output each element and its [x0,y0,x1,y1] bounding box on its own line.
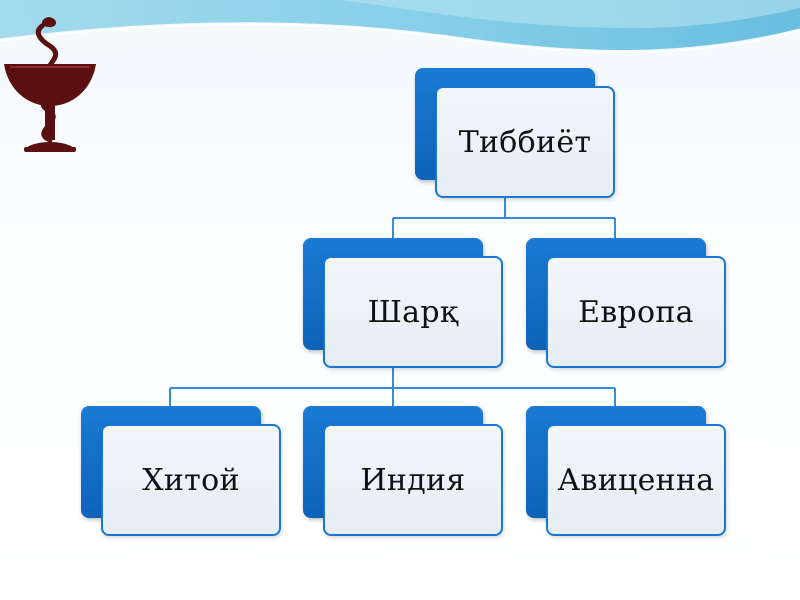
node-india-label: Индия [360,462,466,498]
node-khitoy-label: Хитой [142,462,240,498]
node-evropa-box: Европа [546,256,726,368]
node-khitoy: Хитой [81,406,281,536]
node-root-box: Тиббиёт [435,86,615,198]
node-root: Тиббиёт [415,68,615,198]
node-india: Индия [303,406,503,536]
node-shark-label: Шарқ [367,294,459,330]
node-avicenna-box: Авиценна [546,424,726,536]
node-root-label: Тиббиёт [458,124,592,160]
header-wave [0,0,800,53]
node-india-box: Индия [323,424,503,536]
node-evropa: Европа [526,238,726,368]
bowl-of-hygieia-icon [4,17,96,152]
node-shark: Шарқ [303,238,503,368]
node-avicenna-label: Авиценна [557,462,715,498]
node-khitoy-box: Хитой [101,424,281,536]
node-evropa-label: Европа [578,294,694,330]
node-avicenna: Авиценна [526,406,726,536]
node-shark-box: Шарқ [323,256,503,368]
